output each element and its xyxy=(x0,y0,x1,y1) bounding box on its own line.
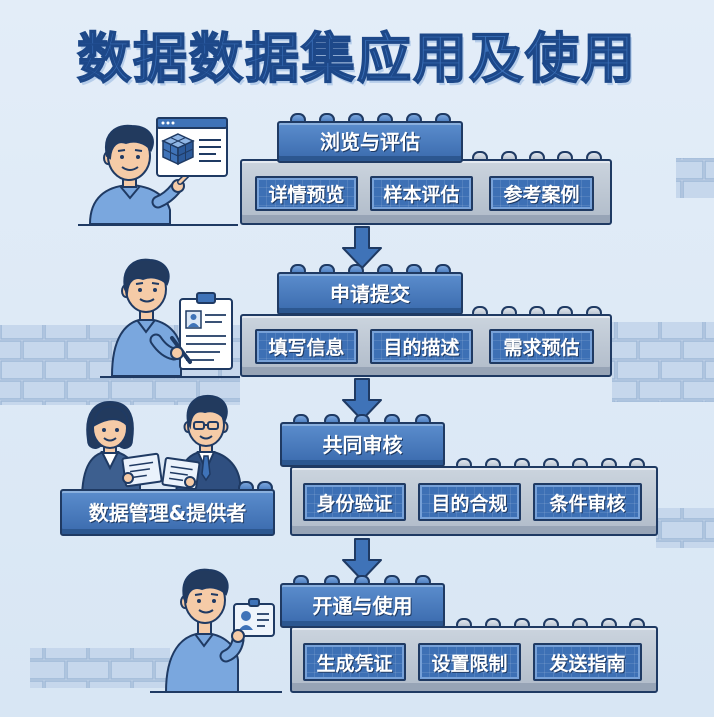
brick-stud xyxy=(600,618,617,627)
brick-stud xyxy=(318,264,335,273)
brick-stud xyxy=(456,618,473,627)
brick-studs xyxy=(450,458,652,467)
brick-stud xyxy=(500,306,517,315)
brick-stud xyxy=(405,113,422,122)
brick-stud xyxy=(256,481,273,490)
brick-stud xyxy=(585,306,602,315)
brick-stud xyxy=(323,575,340,584)
step-generate-credential: 生成凭证 xyxy=(303,643,406,681)
brick-stud xyxy=(414,414,431,423)
brick-stud xyxy=(289,264,306,273)
brick-stud xyxy=(571,618,588,627)
person-browsing-illustration xyxy=(88,124,190,225)
badge-holding-hand xyxy=(231,629,245,643)
brick-studs xyxy=(466,151,608,160)
brick-stud xyxy=(405,264,422,273)
brick-stud xyxy=(289,113,306,122)
brick-stud xyxy=(347,113,364,122)
step-detail-preview: 详情预览 xyxy=(255,176,358,211)
stage-header-browse-evaluate: 浏览与评估 xyxy=(277,121,463,163)
brick-stud xyxy=(376,264,393,273)
brick-stud xyxy=(456,458,473,467)
data-provider-man-illustration xyxy=(161,394,241,501)
brick-stud xyxy=(514,618,531,627)
brick-stud xyxy=(571,458,588,467)
brick-studs xyxy=(283,264,457,273)
stage-header-joint-review: 共同审核 xyxy=(280,422,445,467)
down-arrow-icon xyxy=(342,538,382,581)
writing-hand xyxy=(149,333,192,364)
brick-studs xyxy=(236,481,274,490)
step-condition-review: 条件审核 xyxy=(533,483,642,521)
brick-stud xyxy=(600,458,617,467)
brick-stud xyxy=(293,575,310,584)
data-manager-woman-illustration xyxy=(80,400,163,501)
step-set-limits: 设置限制 xyxy=(418,643,521,681)
brick-stud xyxy=(542,458,559,467)
step-demand-estimate: 需求预估 xyxy=(489,329,594,364)
brick-stud xyxy=(353,575,370,584)
stage-header-application-submit: 申请提交 xyxy=(277,272,463,315)
step-sample-evaluation: 样本评估 xyxy=(370,176,473,211)
brick-stud xyxy=(528,306,545,315)
brick-stud xyxy=(485,458,502,467)
actor-label-data-manager-provider: 数据管理&提供者 xyxy=(60,489,275,536)
cube-icon xyxy=(161,133,195,166)
step-purpose-description: 目的描述 xyxy=(370,329,473,364)
step-purpose-compliance: 目的合规 xyxy=(418,483,521,521)
brick-studs xyxy=(286,575,438,584)
brick-stud xyxy=(542,618,559,627)
brick-stud xyxy=(557,306,574,315)
down-arrow-icon xyxy=(342,226,382,269)
step-identity-verification: 身份验证 xyxy=(303,483,406,521)
brick-stud xyxy=(353,414,370,423)
brick-studs xyxy=(283,113,457,122)
brick-stud xyxy=(629,618,646,627)
id-badge-icon xyxy=(233,598,275,637)
brick-stud xyxy=(629,458,646,467)
step-reference-cases: 参考案例 xyxy=(489,176,594,211)
step-fill-information: 填写信息 xyxy=(255,329,358,364)
brick-stud xyxy=(318,113,335,122)
brick-stud xyxy=(323,414,340,423)
stage-header-activation-usage: 开通与使用 xyxy=(280,583,445,628)
brick-stud xyxy=(434,264,451,273)
brick-stud xyxy=(514,458,531,467)
brick-stud xyxy=(585,151,602,160)
brick-stud xyxy=(237,481,254,490)
brick-stud xyxy=(293,414,310,423)
brick-stud xyxy=(376,113,393,122)
brick-studs xyxy=(286,414,438,423)
flow-arrows xyxy=(342,226,382,581)
brick-stud xyxy=(528,151,545,160)
brick-stud xyxy=(414,575,431,584)
browser-window-icon xyxy=(156,117,228,177)
brick-stud xyxy=(434,113,451,122)
clipboard-icon xyxy=(179,292,233,370)
brick-stud xyxy=(485,618,502,627)
brick-stud xyxy=(384,414,401,423)
brick-stud xyxy=(347,264,364,273)
down-arrow-icon xyxy=(342,378,382,421)
brick-stud xyxy=(472,151,489,160)
brick-stud xyxy=(557,151,574,160)
brick-studs xyxy=(466,306,608,315)
step-send-guide: 发送指南 xyxy=(533,643,642,681)
brick-stud xyxy=(500,151,517,160)
person-using-illustration xyxy=(164,568,245,693)
page-title: 数据数据集应用及使用 xyxy=(76,26,637,91)
brick-stud xyxy=(384,575,401,584)
brick-studs xyxy=(450,618,652,627)
brick-stud xyxy=(472,306,489,315)
